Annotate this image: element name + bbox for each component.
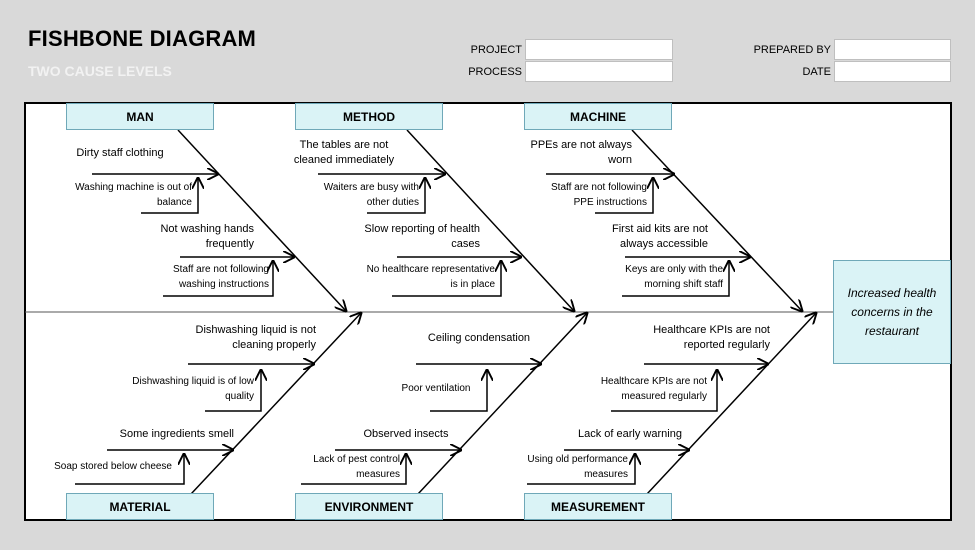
date-label: DATE (802, 66, 831, 78)
method-cause-1: The tables are not cleaned immediately (293, 139, 395, 166)
machine-subcause-2: Keys are only with the morning shift sta… (625, 264, 723, 290)
material-sub1-arrow (205, 370, 261, 412)
method-subcause-2: No healthcare representative is in place (366, 264, 495, 290)
method-bone (406, 129, 574, 311)
environment-subcause-2: Lack of pest control measures (313, 454, 400, 480)
method-sub1-arrow (367, 178, 425, 214)
category-man: MAN (66, 103, 214, 130)
measurement-subcause-2: Using old performance measures (527, 454, 628, 480)
method-sub2-arrow (392, 261, 501, 297)
environment-subcause-1: Poor ventilation (401, 383, 471, 394)
man-cause-2: Not washing hands frequently (160, 223, 254, 250)
environment-cause-2: Observed insects (363, 428, 449, 440)
man-subcause-1: Washing machine is out of balance (75, 182, 192, 208)
prepared-by-field[interactable] (834, 39, 951, 60)
category-measurement: MEASUREMENT (524, 493, 672, 520)
category-material: MATERIAL (66, 493, 214, 520)
measurement-subcause-1: Healthcare KPIs are not measured regular… (600, 376, 707, 402)
method-subcause-1: Waiters are busy with other duties (323, 182, 419, 208)
machine-sub1-arrow (595, 178, 653, 214)
environment-sub1-arrow (430, 370, 487, 412)
page-subtitle: TWO CAUSE LEVELS (28, 63, 172, 79)
date-field[interactable] (834, 61, 951, 82)
environment-sub2-arrow (301, 454, 406, 485)
measurement-sub1-arrow (611, 370, 717, 412)
project-label: PROJECT (470, 44, 522, 56)
man-sub2-arrow (163, 261, 273, 297)
measurement-cause-1: Healthcare KPIs are not reported regular… (653, 324, 770, 351)
man-sub1-arrow (141, 178, 198, 214)
project-field[interactable] (525, 39, 673, 60)
page-title: FISHBONE DIAGRAM (28, 26, 257, 51)
measurement-cause-2: Lack of early warning (578, 428, 682, 440)
man-cause-1: Dirty staff clothing (76, 147, 164, 159)
material-subcause-1: Dishwashing liquid is of low quality (132, 376, 254, 402)
environment-bone (417, 313, 587, 495)
environment-cause-1: Ceiling condensation (427, 332, 531, 344)
process-label: PROCESS (468, 66, 522, 78)
machine-subcause-1: Staff are not following PPE instructions (551, 182, 647, 208)
machine-sub2-arrow (622, 261, 729, 297)
category-method: METHOD (295, 103, 443, 130)
measurement-bone (646, 313, 816, 495)
category-environment: ENVIRONMENT (295, 493, 443, 520)
man-bone (177, 129, 346, 311)
effect-box: Increased health concerns in the restaur… (833, 260, 951, 364)
category-machine: MACHINE (524, 103, 672, 130)
process-field[interactable] (525, 61, 673, 82)
measurement-sub2-arrow (527, 454, 635, 485)
method-cause-2: Slow reporting of health cases (364, 223, 480, 250)
material-cause-2: Some ingredients smell (119, 428, 234, 440)
material-cause-1: Dishwashing liquid is not cleaning prope… (195, 324, 316, 351)
machine-bone (631, 129, 802, 311)
material-subcause-2: Soap stored below cheese (54, 461, 172, 472)
man-subcause-2: Staff are not following washing instruct… (173, 264, 269, 290)
machine-cause-2: First aid kits are not always accessible (612, 223, 708, 250)
machine-cause-1: PPEs are not always worn (530, 139, 633, 166)
material-sub2-arrow (75, 454, 184, 485)
prepared-by-label: PREPARED BY (753, 44, 831, 56)
material-bone (190, 313, 361, 495)
